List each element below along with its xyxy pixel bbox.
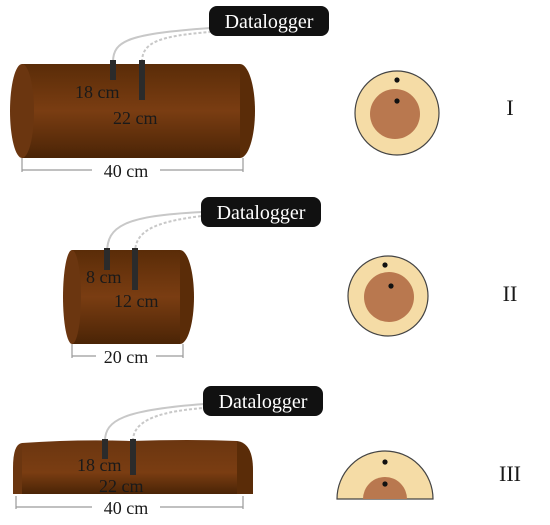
cross-section-full bbox=[354, 70, 440, 156]
probe bbox=[104, 248, 110, 270]
length-dimension: 40 cm bbox=[15, 496, 244, 518]
probe-depth-label: 8 cm bbox=[86, 267, 122, 287]
probe bbox=[132, 248, 138, 290]
probe-depth-label: 22 cm bbox=[99, 476, 144, 496]
cross-section-full bbox=[347, 255, 429, 337]
wire bbox=[112, 27, 211, 63]
length-label: 40 cm bbox=[104, 161, 149, 181]
wire bbox=[106, 211, 203, 254]
probe-point bbox=[394, 77, 400, 83]
roman-numeral: II bbox=[503, 281, 518, 306]
probe-point bbox=[388, 283, 394, 289]
datalogger-box: Datalogger bbox=[203, 386, 323, 416]
datalogger-label: Datalogger bbox=[217, 202, 306, 224]
wire bbox=[141, 31, 211, 63]
probe-depth-label: 12 cm bbox=[114, 291, 159, 311]
log-half-cylinder bbox=[13, 440, 253, 494]
panel-i: Datalogger 18 cm 22 cm 40 cm I bbox=[10, 6, 514, 181]
log-cylinder bbox=[63, 250, 194, 344]
probe-point bbox=[382, 262, 388, 268]
probe-depth-label: 22 cm bbox=[113, 108, 158, 128]
datalogger-label: Datalogger bbox=[219, 391, 308, 413]
probe bbox=[110, 60, 116, 80]
datalogger-box: Datalogger bbox=[209, 6, 329, 36]
probe-point bbox=[382, 481, 388, 487]
log-cylinder bbox=[10, 64, 255, 158]
probe bbox=[102, 439, 108, 459]
datalogger-box: Datalogger bbox=[201, 197, 321, 227]
length-dimension: 40 cm bbox=[21, 158, 244, 181]
roman-numeral: III bbox=[499, 461, 521, 486]
wire bbox=[132, 407, 205, 442]
wire bbox=[104, 403, 205, 442]
probe-depth-label: 18 cm bbox=[75, 82, 120, 102]
roman-numeral: I bbox=[506, 95, 513, 120]
datalogger-label: Datalogger bbox=[225, 11, 314, 33]
probe bbox=[130, 439, 136, 475]
panel-ii: Datalogger 8 cm 12 cm 20 cm II bbox=[63, 197, 517, 367]
probe-point bbox=[382, 459, 388, 465]
length-dimension: 20 cm bbox=[71, 344, 184, 367]
probe bbox=[139, 60, 145, 100]
probe-point bbox=[394, 98, 400, 104]
probe-depth-label: 18 cm bbox=[77, 455, 122, 475]
length-label: 20 cm bbox=[104, 347, 149, 367]
cross-section-half bbox=[336, 450, 434, 500]
panel-iii: Datalogger 18 cm 22 cm 40 cm III bbox=[13, 386, 521, 518]
wire bbox=[134, 215, 203, 254]
length-label: 40 cm bbox=[104, 498, 149, 518]
